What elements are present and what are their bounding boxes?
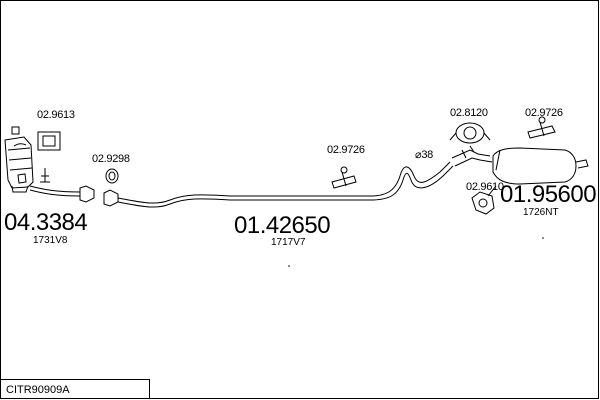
catalyst-ref: 1731V8 [33, 235, 68, 246]
marker-square [11, 126, 20, 135]
label-clamp-top: 02.8120 [450, 107, 488, 119]
label-pipe-diameter: ⌀38 [415, 149, 433, 161]
gasket-ring-icon [105, 168, 119, 184]
bracket-icon [37, 131, 61, 151]
label-rubber-mount: 02.9610 [466, 181, 504, 193]
rear-silencer-part-number: 01.95600 [500, 181, 597, 208]
center-pipe-part-number: 01.42650 [234, 212, 331, 239]
catalytic-converter-icon [4, 136, 34, 193]
clamp-icon [449, 122, 491, 144]
front-pipe [29, 185, 81, 193]
rear-silencer-ref: 1726NT [523, 207, 559, 218]
rubber-mount-icon [471, 185, 497, 215]
center-pipe-ref: 1717V7 [271, 237, 306, 248]
assembly-code-box: CITR90909A [0, 379, 150, 399]
assembly-code: CITR90909A [6, 384, 70, 396]
center-pipe-icon [117, 161, 454, 208]
intermediate-pipe-icon [451, 145, 493, 167]
label-hanger-center: 02.9726 [327, 144, 365, 156]
rear-silencer-icon [492, 147, 589, 185]
stud-icon [40, 168, 50, 183]
flange-icon [79, 185, 119, 207]
hanger-right-icon [527, 116, 556, 139]
hanger-icon [331, 166, 357, 189]
label-hanger-right: 02.9726 [525, 107, 563, 119]
catalyst-part-number: 04.3384 [4, 209, 88, 236]
label-bracket-top-left: 02.9613 [37, 109, 75, 121]
label-gasket-left: 02.9298 [92, 153, 130, 165]
